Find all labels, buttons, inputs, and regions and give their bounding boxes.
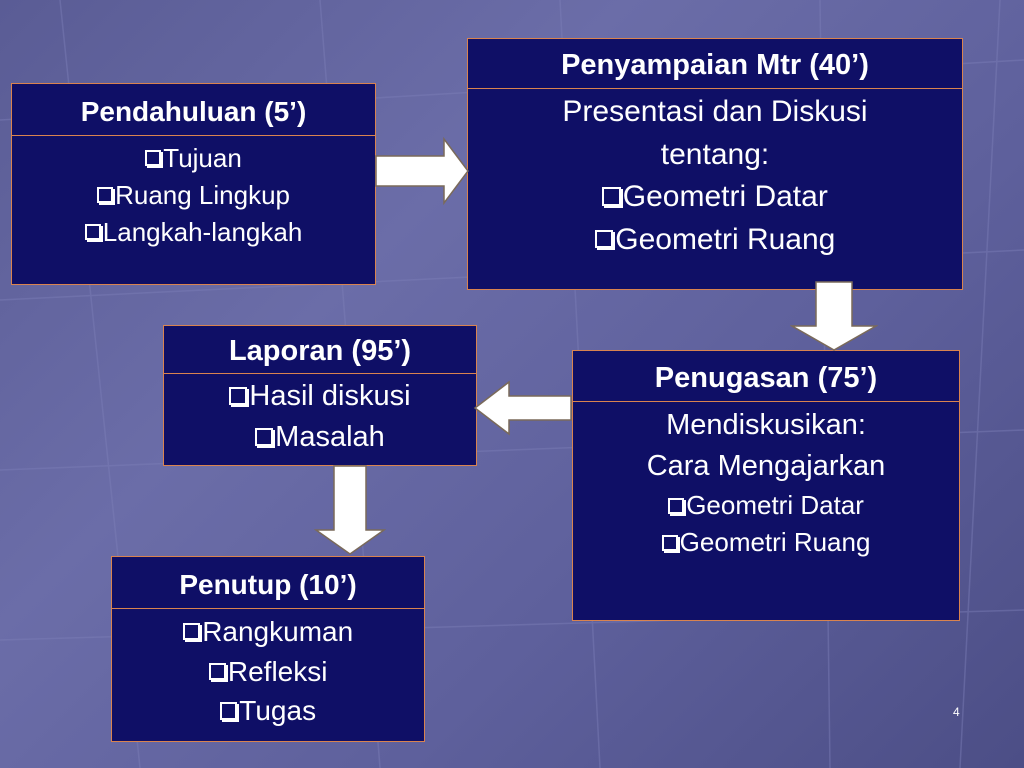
list-item: Masalah bbox=[164, 417, 476, 458]
list-item: Geometri Ruang bbox=[573, 524, 959, 561]
text-line: Presentasi dan Diskusi bbox=[562, 95, 868, 129]
arrow-right-icon bbox=[375, 136, 469, 206]
list-item: Ruang Lingkup bbox=[12, 177, 375, 214]
list-item: Rangkuman bbox=[112, 612, 424, 652]
list-item: Hasil diskusi bbox=[164, 376, 476, 417]
checkbox-bullet-icon bbox=[96, 187, 114, 204]
text-line: tentang: bbox=[660, 137, 770, 171]
list-item: Geometri Ruang bbox=[468, 219, 962, 262]
arrow-down-icon bbox=[790, 281, 878, 351]
checkbox-bullet-icon bbox=[182, 622, 201, 641]
box-penutup-title: Penutup (10’) bbox=[112, 557, 424, 609]
checkbox-bullet-icon bbox=[661, 534, 678, 551]
list-item: Tujuan bbox=[12, 140, 375, 177]
box-penugasan: Penugasan (75’) Mendiskusikan: Cara Meng… bbox=[572, 350, 960, 621]
list-item: Langkah-langkah bbox=[12, 214, 375, 251]
box-laporan: Laporan (95’) Hasil diskusi Masalah bbox=[163, 325, 477, 466]
list-item: Geometri Datar bbox=[468, 176, 962, 219]
box-laporan-title: Laporan (95’) bbox=[164, 326, 476, 375]
text-line: Cara Mengajarkan bbox=[646, 450, 886, 483]
box-penugasan-title: Penugasan (75’) bbox=[573, 351, 959, 403]
checkbox-bullet-icon bbox=[594, 229, 614, 249]
list-item: Refleksi bbox=[112, 652, 424, 692]
arrow-left-icon bbox=[473, 380, 572, 436]
checkbox-bullet-icon bbox=[219, 702, 238, 720]
text-line: Mendiskusikan: bbox=[666, 409, 866, 442]
arrow-down-icon bbox=[314, 465, 386, 555]
page-number: 4 bbox=[953, 705, 960, 719]
checkbox-bullet-icon bbox=[229, 386, 248, 405]
checkbox-bullet-icon bbox=[602, 187, 621, 206]
checkbox-bullet-icon bbox=[145, 150, 162, 167]
list-item: Tugas bbox=[112, 691, 424, 731]
box-penutup: Penutup (10’) Rangkuman Refleksi Tugas bbox=[111, 556, 425, 742]
checkbox-bullet-icon bbox=[668, 497, 685, 514]
list-item: Geometri Datar bbox=[573, 487, 959, 524]
box-pendahuluan-title: Pendahuluan (5’) bbox=[12, 84, 375, 136]
box-pendahuluan: Pendahuluan (5’) Tujuan Ruang Lingkup La… bbox=[11, 83, 376, 285]
checkbox-bullet-icon bbox=[84, 223, 101, 241]
box-penyampaian-title: Penyampaian Mtr (40’) bbox=[468, 39, 962, 90]
checkbox-bullet-icon bbox=[208, 662, 226, 680]
box-penyampaian: Penyampaian Mtr (40’) Presentasi dan Dis… bbox=[467, 38, 963, 290]
checkbox-bullet-icon bbox=[255, 427, 274, 446]
